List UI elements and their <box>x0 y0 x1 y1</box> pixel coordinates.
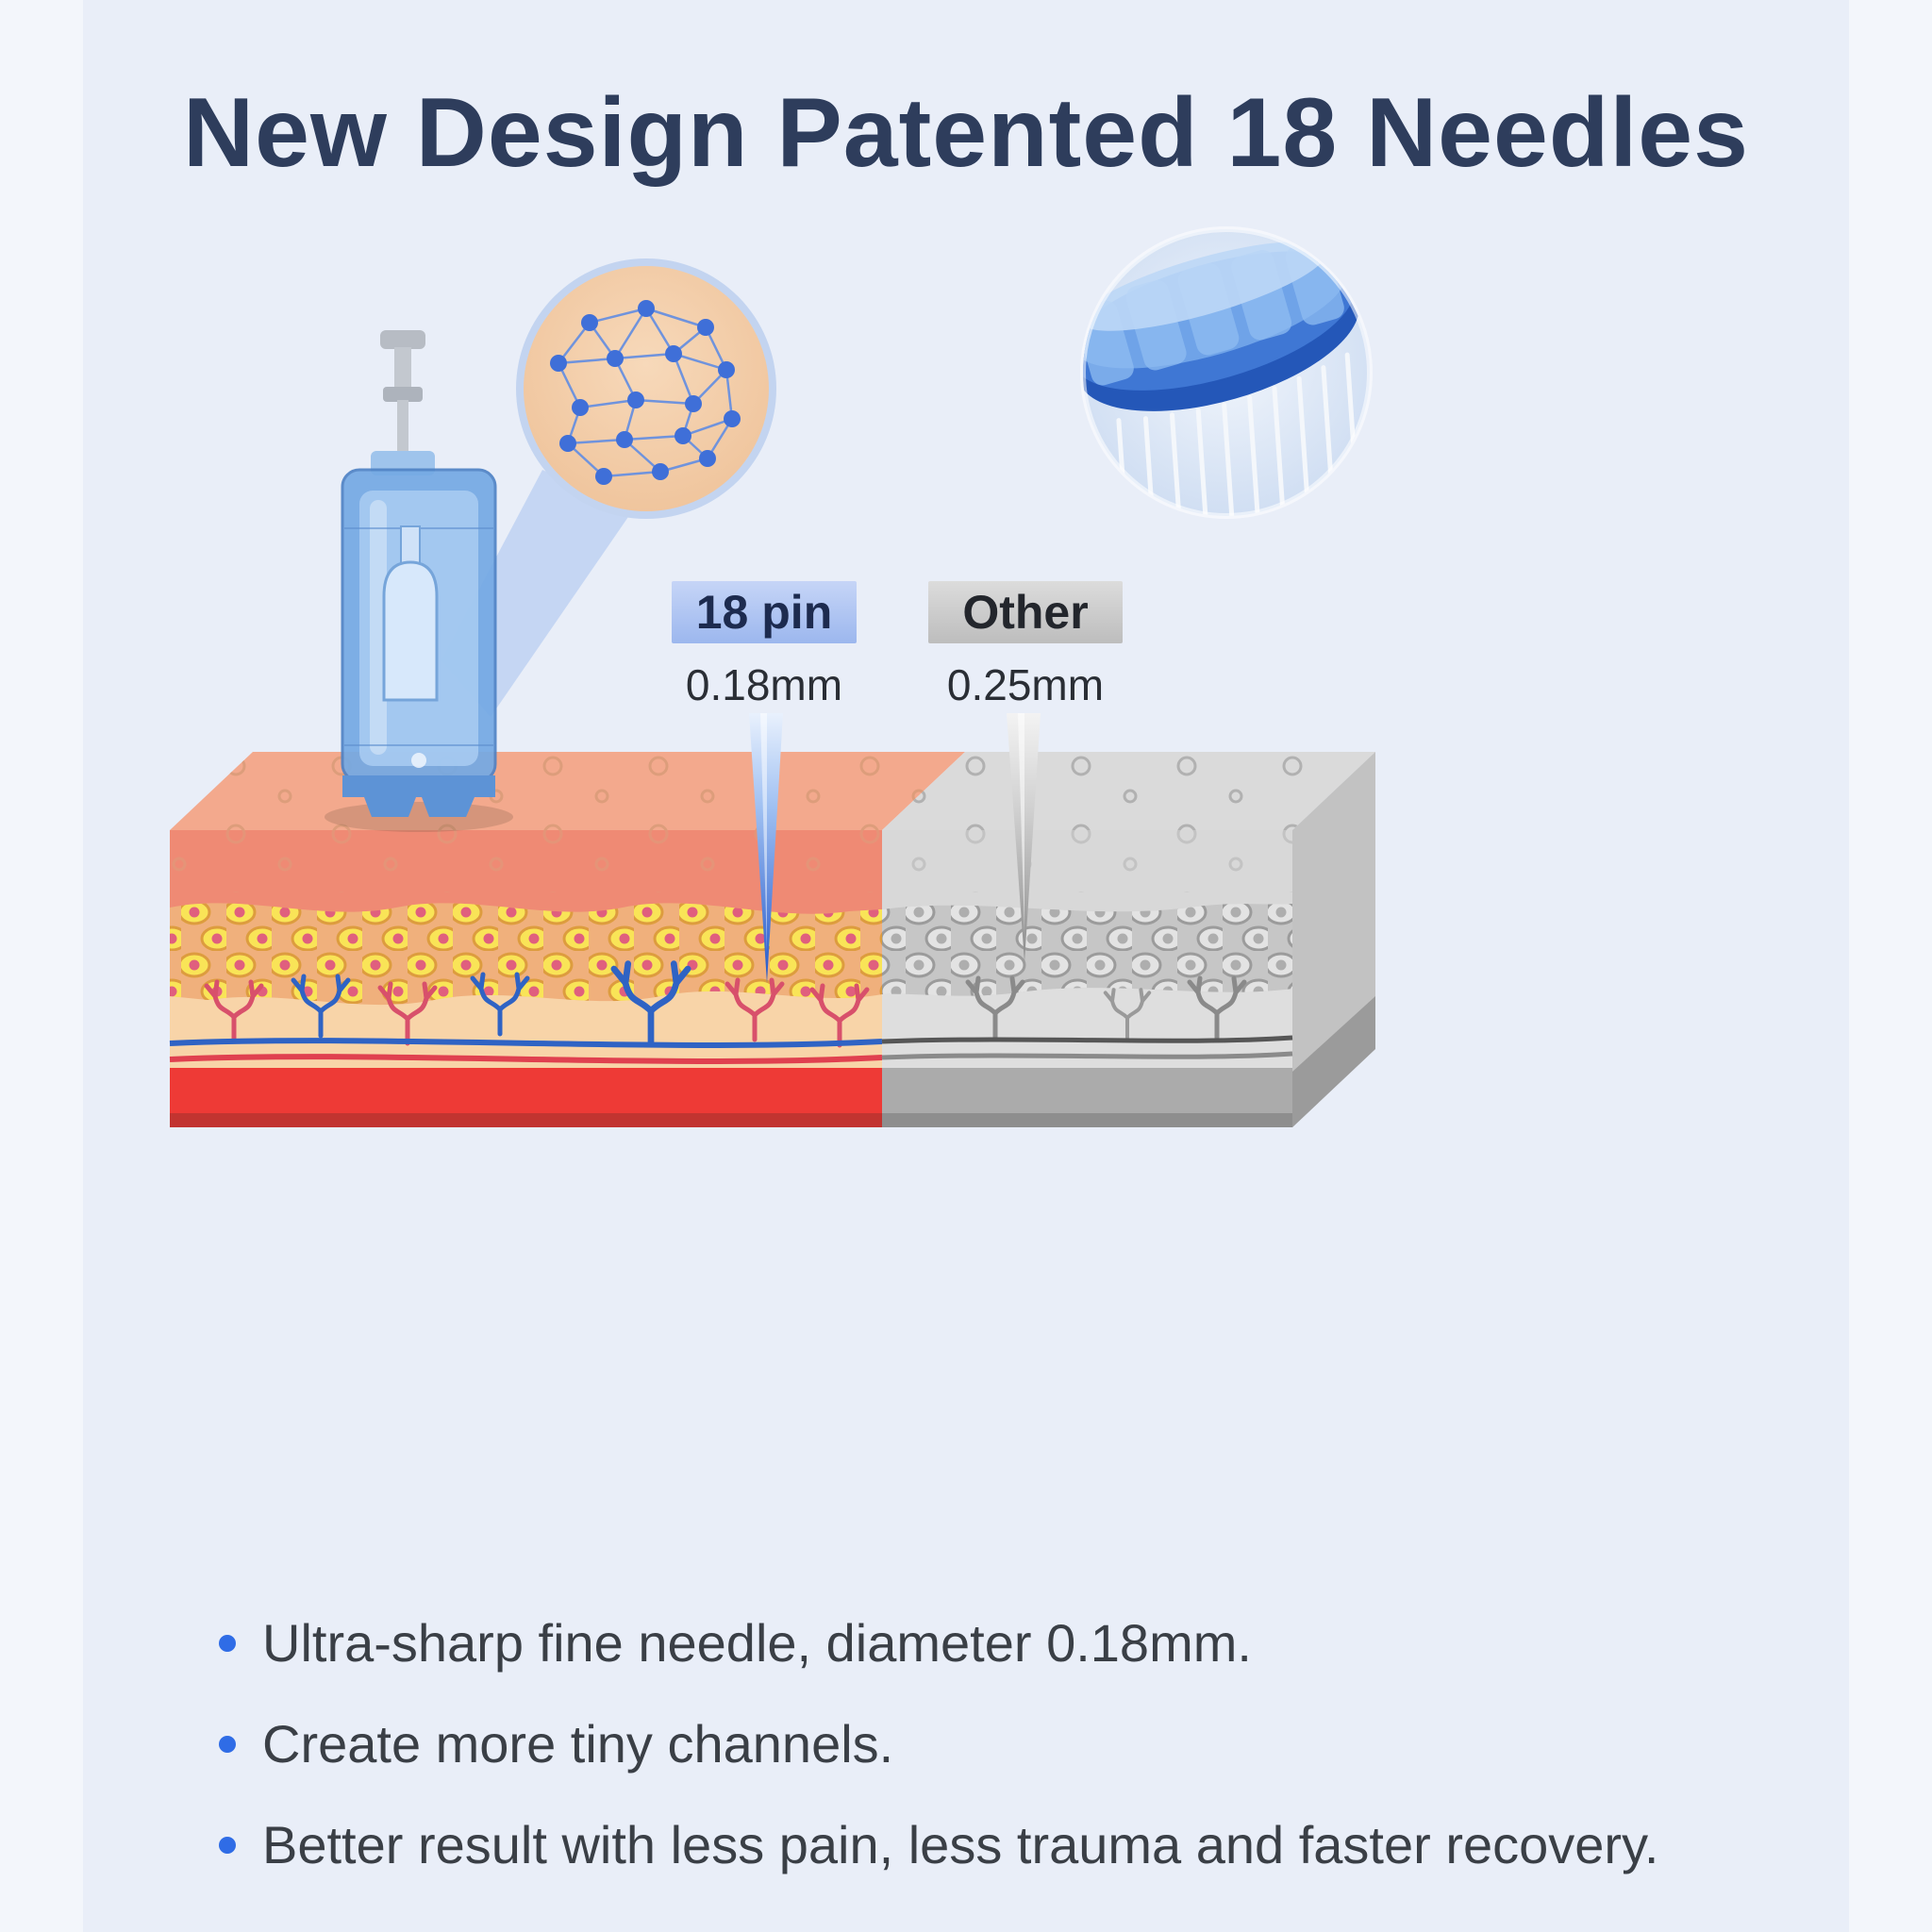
skin-cross-section <box>169 752 1375 1127</box>
dot-network-dots <box>550 300 741 485</box>
magnifier-dot-network-icon <box>516 258 776 519</box>
list-item: Better result with less pain, less traum… <box>219 1813 1766 1876</box>
skin-front-colored <box>169 830 883 1127</box>
needle-18pin <box>749 713 783 983</box>
needle-other <box>1007 713 1041 962</box>
diameter-18pin: 0.18mm <box>685 660 843 709</box>
bullet-text: Create more tiny channels. <box>262 1714 894 1774</box>
list-item: Ultra-sharp fine needle, diameter 0.18mm… <box>219 1611 1766 1674</box>
bullet-dot-icon <box>219 1634 236 1652</box>
badge-18pin: 18 pin <box>672 581 857 643</box>
background-edge-right <box>1849 0 1932 1932</box>
device-shadow <box>325 802 513 832</box>
feature-bullet-list: Ultra-sharp fine needle, diameter 0.18mm… <box>219 1611 1766 1915</box>
list-item: Create more tiny channels. <box>219 1712 1766 1775</box>
bullet-text: Ultra-sharp fine needle, diameter 0.18mm… <box>262 1613 1252 1673</box>
skin-side-face-bottom <box>1292 996 1375 1127</box>
page-title: New Design Patented 18 Needles <box>183 78 1749 188</box>
device-illustration <box>341 330 497 817</box>
bullet-dot-icon <box>219 1735 236 1753</box>
diameter-other: 0.25mm <box>946 660 1105 709</box>
badge-other: Other <box>928 581 1123 643</box>
bullet-text: Better result with less pain, less traum… <box>262 1815 1659 1875</box>
bullet-dot-icon <box>219 1836 236 1854</box>
skin-front-gray <box>881 830 1293 1127</box>
background-edge-left <box>0 0 83 1932</box>
needle-cartridge-photo-icon <box>1080 226 1373 519</box>
